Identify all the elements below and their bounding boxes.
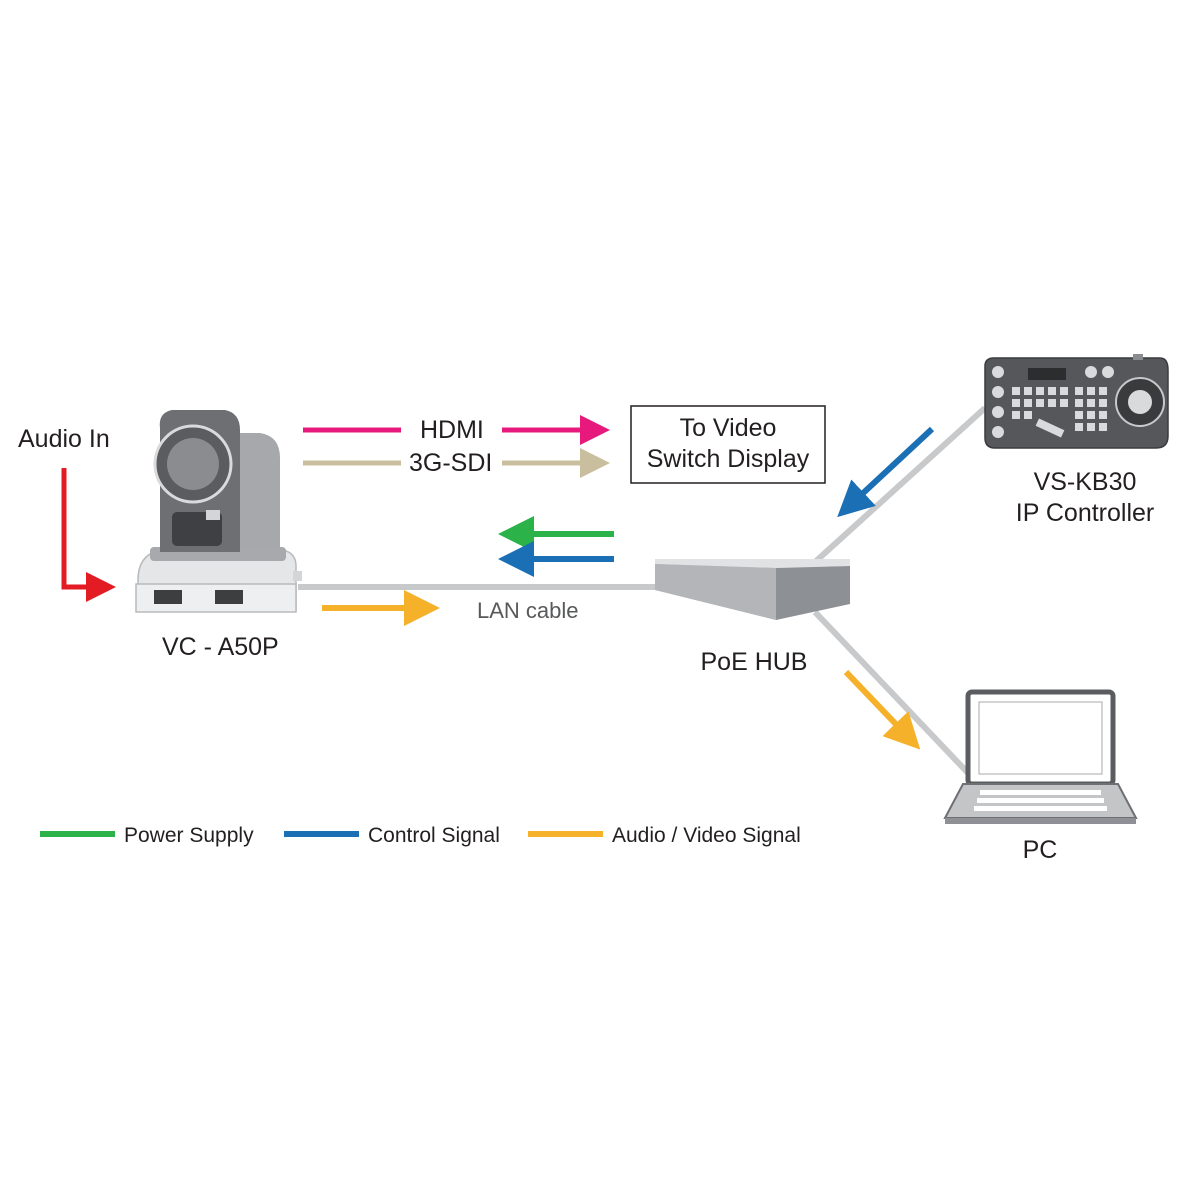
video-switch-display-box (630, 405, 826, 484)
controller-control-arrow (837, 426, 935, 518)
audio-in-arrow (61, 468, 116, 602)
display-label-line2: Switch Display (647, 445, 810, 473)
keyboard-controller-icon (984, 354, 1169, 449)
hub-label: PoE HUB (701, 648, 808, 676)
controller-label-line1: VS-KB30 (1034, 468, 1137, 496)
audio-in-label: Audio In (18, 425, 110, 453)
legend: Power Supply Control Signal Audio / Vide… (40, 824, 801, 847)
legend-label-power: Power Supply (124, 824, 254, 847)
cables (298, 405, 988, 776)
poe-hub-icon (655, 559, 850, 620)
sdi-label: 3G-SDI (409, 449, 492, 477)
pc-av-arrow (843, 669, 921, 750)
legend-label-control: Control Signal (368, 824, 500, 847)
pc-label: PC (1023, 836, 1058, 864)
ptz-camera-icon (135, 410, 302, 613)
controller-cable-line (812, 405, 988, 565)
display-label-line1: To Video (680, 414, 777, 442)
hdmi-label: HDMI (420, 416, 484, 444)
laptop-icon (943, 689, 1138, 824)
camera-label: VC - A50P (162, 633, 279, 661)
pc-cable-line (812, 609, 971, 776)
legend-label-av: Audio / Video Signal (612, 824, 801, 847)
controller-label-line2: IP Controller (1016, 499, 1155, 527)
lan-cable-label: LAN cable (477, 598, 579, 623)
